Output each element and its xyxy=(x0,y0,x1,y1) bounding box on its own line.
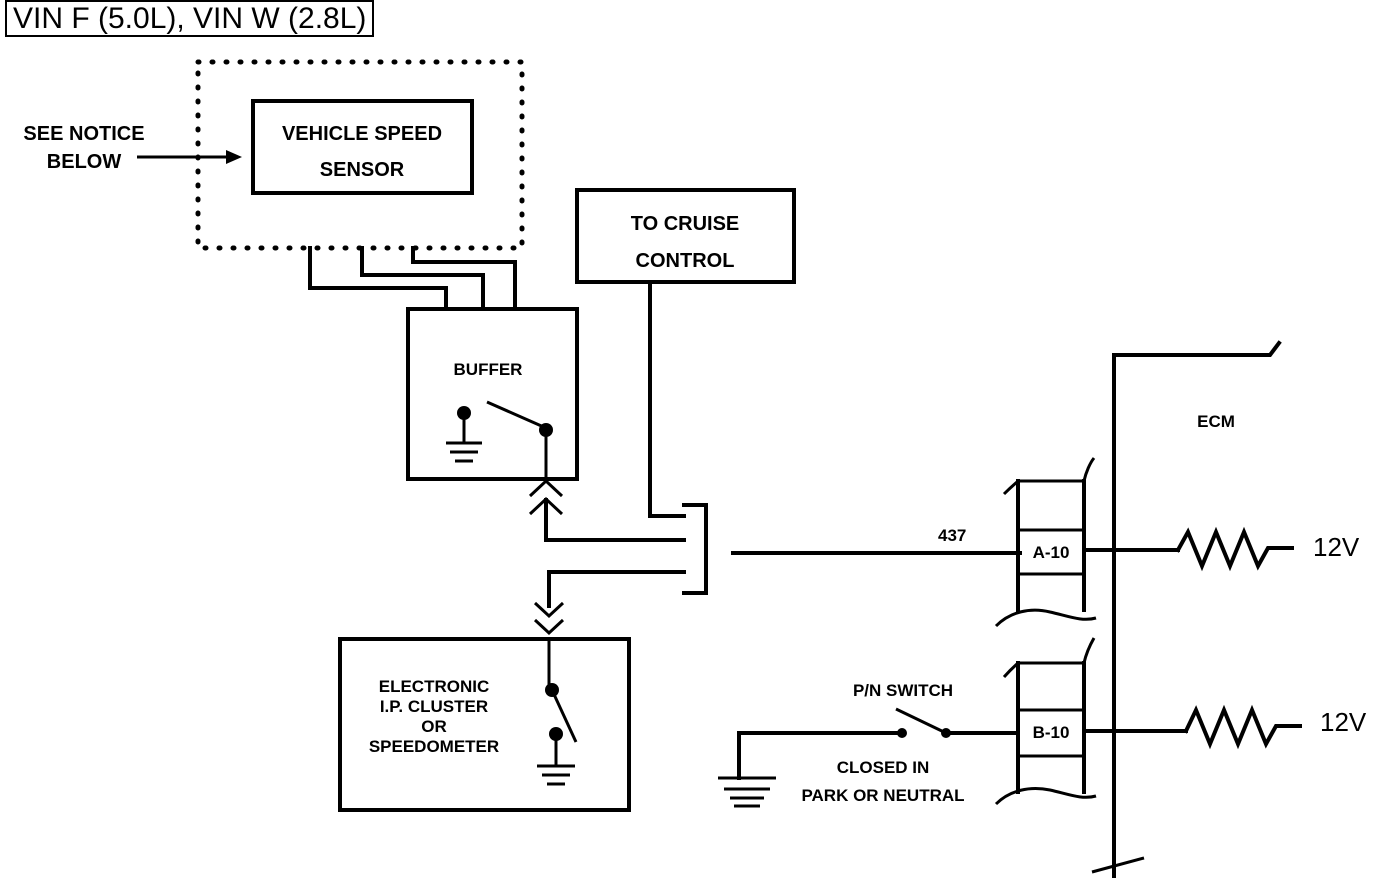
diagram-title: VIN F (5.0L), VIN W (2.8L) xyxy=(5,0,375,37)
buffer-box xyxy=(406,307,579,481)
connector-b10-top-break xyxy=(1002,637,1096,678)
ip-cluster-label-line2: I.P. CLUSTER xyxy=(380,697,488,716)
buffer: BUFFER xyxy=(406,307,579,481)
terminal-b10-resistor xyxy=(1183,704,1302,750)
ip-cluster-label-line1: ELECTRONIC xyxy=(379,677,490,696)
cluster-signal-wire xyxy=(547,570,686,608)
ecm-label: ECM xyxy=(1197,412,1235,431)
buffer-label: BUFFER xyxy=(454,360,523,379)
sensor-wire-1 xyxy=(308,246,448,311)
cluster-connector-chevron2 xyxy=(533,618,565,636)
ip-cluster-box xyxy=(338,637,631,812)
pn-switch: P/N SWITCH CLOSED IN PARK OR NEUTRAL xyxy=(718,681,1020,808)
ip-cluster-label-line4: SPEEDOMETER xyxy=(369,737,499,756)
notice-arrow-head xyxy=(226,150,242,164)
ip-cluster-label-line3: OR xyxy=(421,717,447,736)
supply-a-label: 12V xyxy=(1313,532,1360,562)
cluster-connector-chevron1 xyxy=(533,601,565,619)
connector-a10-bottom-break xyxy=(994,608,1097,628)
vehicle-speed-sensor-box xyxy=(251,99,474,195)
ecm: ECM xyxy=(1091,340,1282,878)
cruise-control-label-line2: CONTROL xyxy=(636,250,735,272)
pn-switch-label: P/N SWITCH xyxy=(853,681,953,700)
buffer-signal-wire xyxy=(544,498,686,542)
terminal-a10-resistor xyxy=(1175,526,1294,572)
notice-callout: SEE NOTICE BELOW xyxy=(23,123,242,173)
ecm-outline xyxy=(1112,340,1282,878)
cruise-control-label-line1: TO CRUISE xyxy=(631,213,740,235)
circuit-437-label: 437 xyxy=(938,526,966,545)
cluster-feed xyxy=(533,570,686,636)
connector-a10: A-10 12V xyxy=(994,457,1360,628)
cruise-control-wire xyxy=(648,280,686,518)
buffer-switch-blade xyxy=(486,400,547,430)
vehicle-speed-sensor-label-line1: VEHICLE SPEED xyxy=(282,123,442,145)
pn-switch-note-line2: PARK OR NEUTRAL xyxy=(801,786,964,805)
terminal-a10-label: A-10 xyxy=(1033,543,1070,562)
pn-switch-note-line1: CLOSED IN xyxy=(837,758,930,777)
ip-cluster: ELECTRONIC I.P. CLUSTER OR SPEEDOMETER xyxy=(338,637,631,812)
ip-cluster-switch-blade xyxy=(550,689,578,743)
cruise-control: TO CRUISE CONTROL xyxy=(575,188,796,518)
terminal-b10-label: B-10 xyxy=(1033,723,1070,742)
cruise-control-box xyxy=(575,188,796,284)
connector-b10: B-10 12V xyxy=(994,637,1367,806)
pn-switch-ground-wire xyxy=(737,731,904,780)
supply-b-label: 12V xyxy=(1320,707,1367,737)
connector-a10-top-break xyxy=(1002,457,1096,496)
buffer-connector xyxy=(528,478,686,542)
connector-b10-bottom-break xyxy=(994,787,1097,806)
circuit-437: 437 xyxy=(731,526,1022,555)
vehicle-speed-sensor-label-line2: SENSOR xyxy=(320,159,405,181)
buffer-connector-chevron1 xyxy=(528,478,564,498)
ecm-outline-break xyxy=(1091,856,1145,874)
pn-switch-blade xyxy=(895,707,947,735)
sensor-buffer-wires xyxy=(308,246,517,311)
sensor-wire-3 xyxy=(411,246,517,311)
notice-text-line2: BELOW xyxy=(47,151,122,173)
splice-bracket xyxy=(682,503,708,595)
notice-text-line1: SEE NOTICE xyxy=(23,123,144,145)
sensor-wire-2 xyxy=(360,246,485,311)
pn-switch-contact-left xyxy=(897,728,907,738)
vehicle-speed-sensor: VEHICLE SPEED SENSOR xyxy=(251,99,474,195)
